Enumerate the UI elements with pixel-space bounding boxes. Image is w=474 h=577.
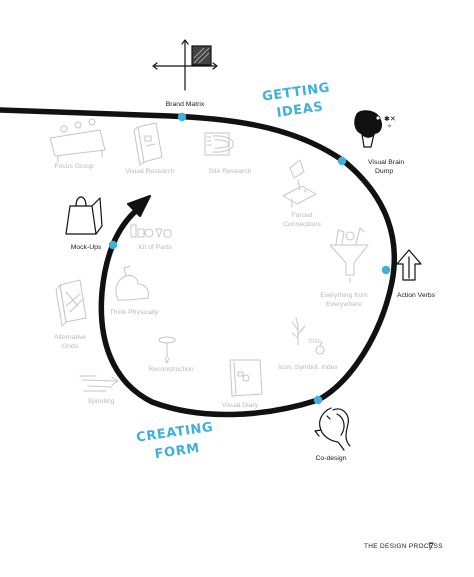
flexed-arm-icon [115,265,149,301]
kit-of-parts-icon [130,224,172,238]
phase-getting-ideas-line2: IDEAS [276,100,325,121]
svg-text:✱✕: ✱✕ [384,115,396,123]
sprinting-arrows-icon [79,375,119,392]
site-research-icon [204,132,234,156]
label-sprinting: Sprinting [88,398,115,405]
marker-mock-ups [108,240,118,250]
label-everything-from-everywhere-line1: Everything from [320,292,368,299]
label-mock-ups: Mock-Ups [71,244,102,251]
label-brand-matrix: Brand Matrix [166,101,205,108]
focus-group-icon [49,118,106,163]
label-think-physically: Think Physically [110,309,159,316]
up-arrow-icon [396,249,422,281]
label-kit-of-parts: Kit of Parts [138,244,172,251]
alternative-grids-icon [55,279,87,327]
svg-text:✕: ✕ [303,188,308,195]
forced-connections-icon: ✕ [282,159,317,208]
diary-icon [229,359,263,397]
label-site-research: Site Research [209,168,252,175]
marker-co-design [313,395,323,405]
label-visual-brain-dump-line1: Visual Brain [368,159,404,166]
visual-brain-dump-icon: ✱✕ ✧ [354,110,396,148]
shopping-bag-icon [65,196,103,235]
phase-getting-ideas: GETTING IDEAS [261,80,331,121]
nail-icon [158,336,176,364]
footer-title: THE DESIGN PROCESS [364,543,443,550]
book-icon [133,122,163,166]
co-design-faces-icon [314,407,351,451]
label-icon-symbol-index: Icon, Symbol, Index [278,364,338,371]
label-forced-connections-line2: Connections [283,221,321,228]
svg-text:TREE: TREE [308,339,322,345]
marker-action-verbs [381,265,391,275]
label-forced-connections-line1: Forced [291,212,312,219]
label-reconstruction: Reconstruction [148,366,194,373]
label-focus-group: Focus Group [54,163,94,170]
label-visual-brain-dump-line2: Dump [375,168,393,175]
label-alternative-grids-line1: Alternative [54,334,86,341]
svg-text:✧: ✧ [387,123,392,130]
tree-apple-icon: TREE [291,317,325,355]
marker-visual-brain-dump [337,156,347,166]
label-action-verbs: Action Verbs [397,292,436,299]
label-everything-from-everywhere-line2: Everywhere [326,301,362,308]
funnel-icon [329,227,369,283]
spiral-arrow-head [127,195,151,217]
brand-matrix-icon [152,39,218,91]
process-spiral-path [0,107,398,418]
phase-creating-form-line2: FORM [154,441,201,462]
label-visual-research: Visual Research [125,168,175,175]
label-alternative-grids-line2: Grids [62,343,79,350]
label-co-design: Co-design [316,455,347,462]
label-visual-diary: Visual Diary [222,402,259,409]
page-number: 7 [428,539,434,553]
phase-creating-form-line1: CREATING [135,420,214,446]
phase-creating-form: CREATING FORM [135,420,214,462]
marker-brand-matrix [177,112,187,122]
